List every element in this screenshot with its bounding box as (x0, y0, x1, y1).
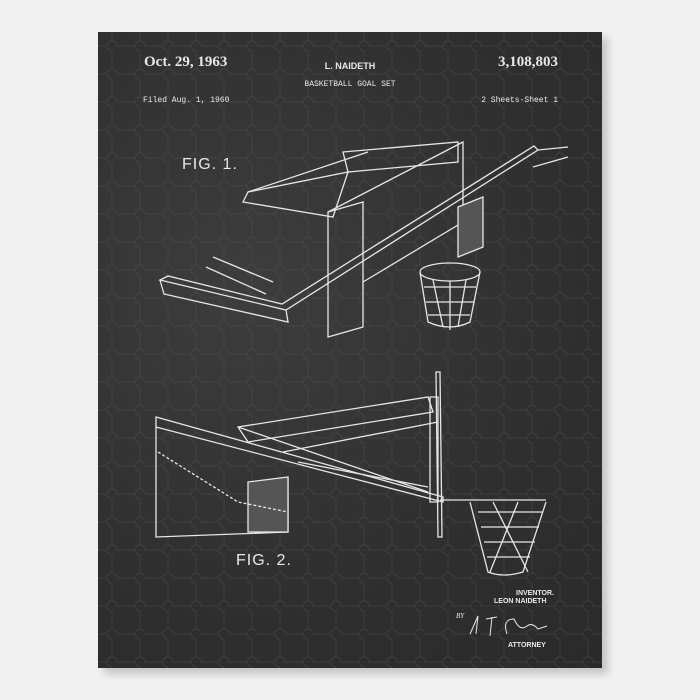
fig1-drawing (158, 140, 569, 338)
puzzle-board: Oct. 29, 1963 3,108,803 L. NAIDETH BASKE… (98, 32, 602, 668)
filed-date: Filed Aug. 1, 1960 (143, 96, 230, 105)
fig2-drawing (155, 371, 547, 576)
patent-date: Oct. 29, 1963 (144, 54, 228, 70)
inventor-caption: INVENTOR. (516, 590, 554, 597)
attorney-label: ATTORNEY (508, 642, 546, 649)
patent-number: 3,108,803 (498, 54, 558, 70)
puzzle-piece-pattern (98, 32, 602, 668)
fig2-label: FIG. 2. (236, 552, 292, 569)
inventor-header: L. NAIDETH (324, 61, 376, 71)
signature (469, 615, 548, 637)
fig1-label: FIG. 1. (182, 156, 238, 173)
by-label: BY (456, 612, 465, 620)
inventor-name: LEON NAIDETH (494, 598, 547, 605)
patent-title: BASKETBALL GOAL SET (304, 80, 396, 89)
patent-drawing (155, 140, 569, 637)
sheet-count: 2 Sheets-Sheet 1 (481, 96, 558, 105)
